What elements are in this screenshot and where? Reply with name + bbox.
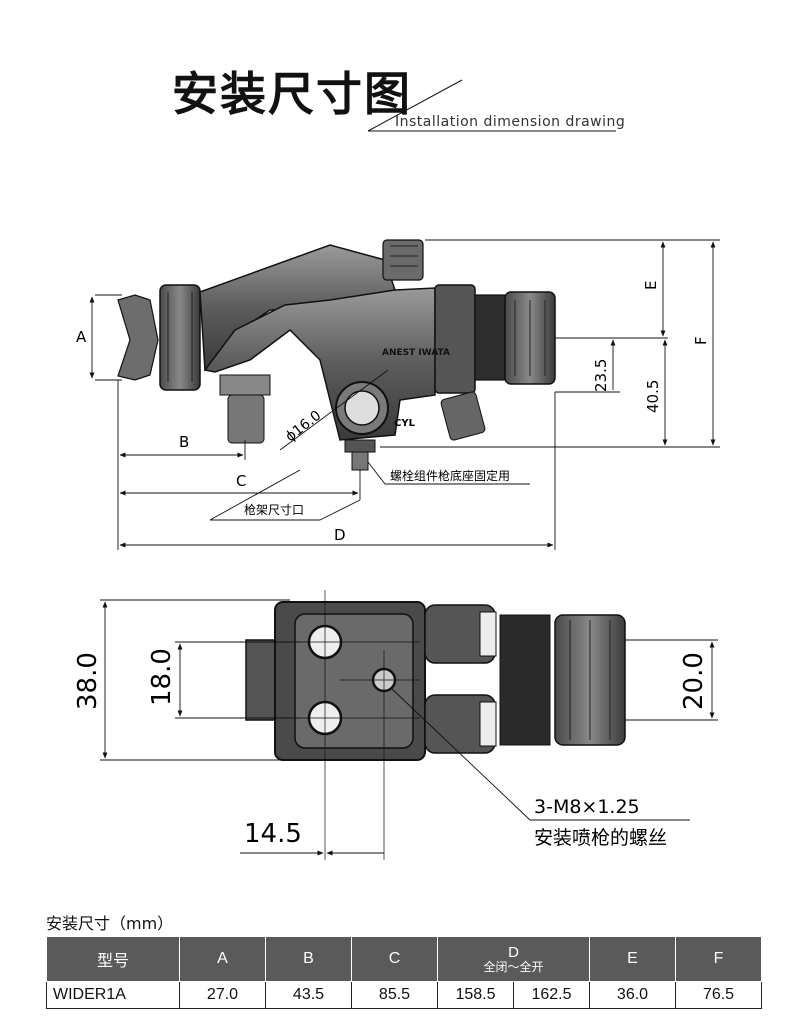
spec-caption: 安装尺寸（mm） [46,914,174,933]
thread-label: 3-M8×1.25 [534,796,640,818]
cell-a: 27.0 [179,981,266,1009]
rack-note: 枪架尺寸口 [244,502,304,517]
dim-e-label: E [642,281,660,290]
cell-c: 85.5 [351,981,438,1009]
page-title: 安装尺寸图 [172,67,412,121]
knurled-knob [474,294,506,381]
side-view: ANEST IWATA CYL [76,239,720,550]
dim-a-label: A [76,328,87,346]
header-f: F [675,936,762,982]
header-d: D 全闭～全开 [437,936,590,982]
dim-40-5-label: 40.5 [644,380,662,413]
page-subtitle: Installation dimension drawing [395,114,626,130]
header-e: E [589,936,676,982]
cell-model: WIDER1A [46,981,180,1009]
thread-note: 安装喷枪的螺丝 [534,827,667,849]
fluid-fitting [382,239,424,281]
header-d-sub: 全闭～全开 [483,960,544,974]
bolt-note: 螺栓组件枪底座固定用 [390,468,510,483]
header-model: 型号 [46,936,180,982]
dim-b-label: B [179,433,189,451]
spec-header-row: 型号 A B C D 全闭～全开 E F [46,936,762,982]
dim-23-5-label: 23.5 [592,359,610,392]
cell-f: 76.5 [675,981,762,1009]
header-c: C [351,936,438,982]
cell-d-closed: 158.5 [437,981,514,1009]
drawing-canvas: ANEST IWATA CYL [73,79,720,860]
top-knurl [499,614,551,746]
cylinder-housing [434,284,476,394]
nozzle-cap [117,294,159,381]
dim-f-label: F [692,336,710,345]
rear-block [245,639,277,721]
dim-18-label: 18.0 [147,648,177,706]
base-plate [344,439,376,453]
cell-b: 43.5 [265,981,352,1009]
dim-38-label: 38.0 [73,652,103,710]
brand-logo: ANEST IWATA [382,348,450,358]
top-view: 38.0 18.0 20.0 14.5 3-M8×1.25 安装喷枪的螺丝 [73,590,718,860]
air-fitting [227,394,265,444]
cell-e: 36.0 [589,981,676,1009]
header-b: B [265,936,352,982]
cell-d-open: 162.5 [513,981,590,1009]
spec-table: 型号 A B C D 全闭～全开 E F WIDER1A 27.0 43.5 8… [46,936,762,1009]
dim-phi16-label: ϕ16.0 [283,408,325,445]
table-row: WIDER1A 27.0 43.5 85.5 158.5 162.5 36.0 … [46,981,762,1009]
side-fitting [440,391,486,441]
dim-14-5-label: 14.5 [244,819,302,849]
retaining-ring [159,284,201,391]
dim-d-label: D [334,526,346,544]
dim-20-label: 20.0 [679,652,709,710]
title-slash-line [367,79,463,132]
cyl-label: CYL [394,418,416,429]
header-d-main: D [508,944,519,961]
base-bolt [351,451,369,471]
air-fitting-top [219,374,271,396]
header-a: A [179,936,266,982]
dim-c-label: C [236,472,246,490]
